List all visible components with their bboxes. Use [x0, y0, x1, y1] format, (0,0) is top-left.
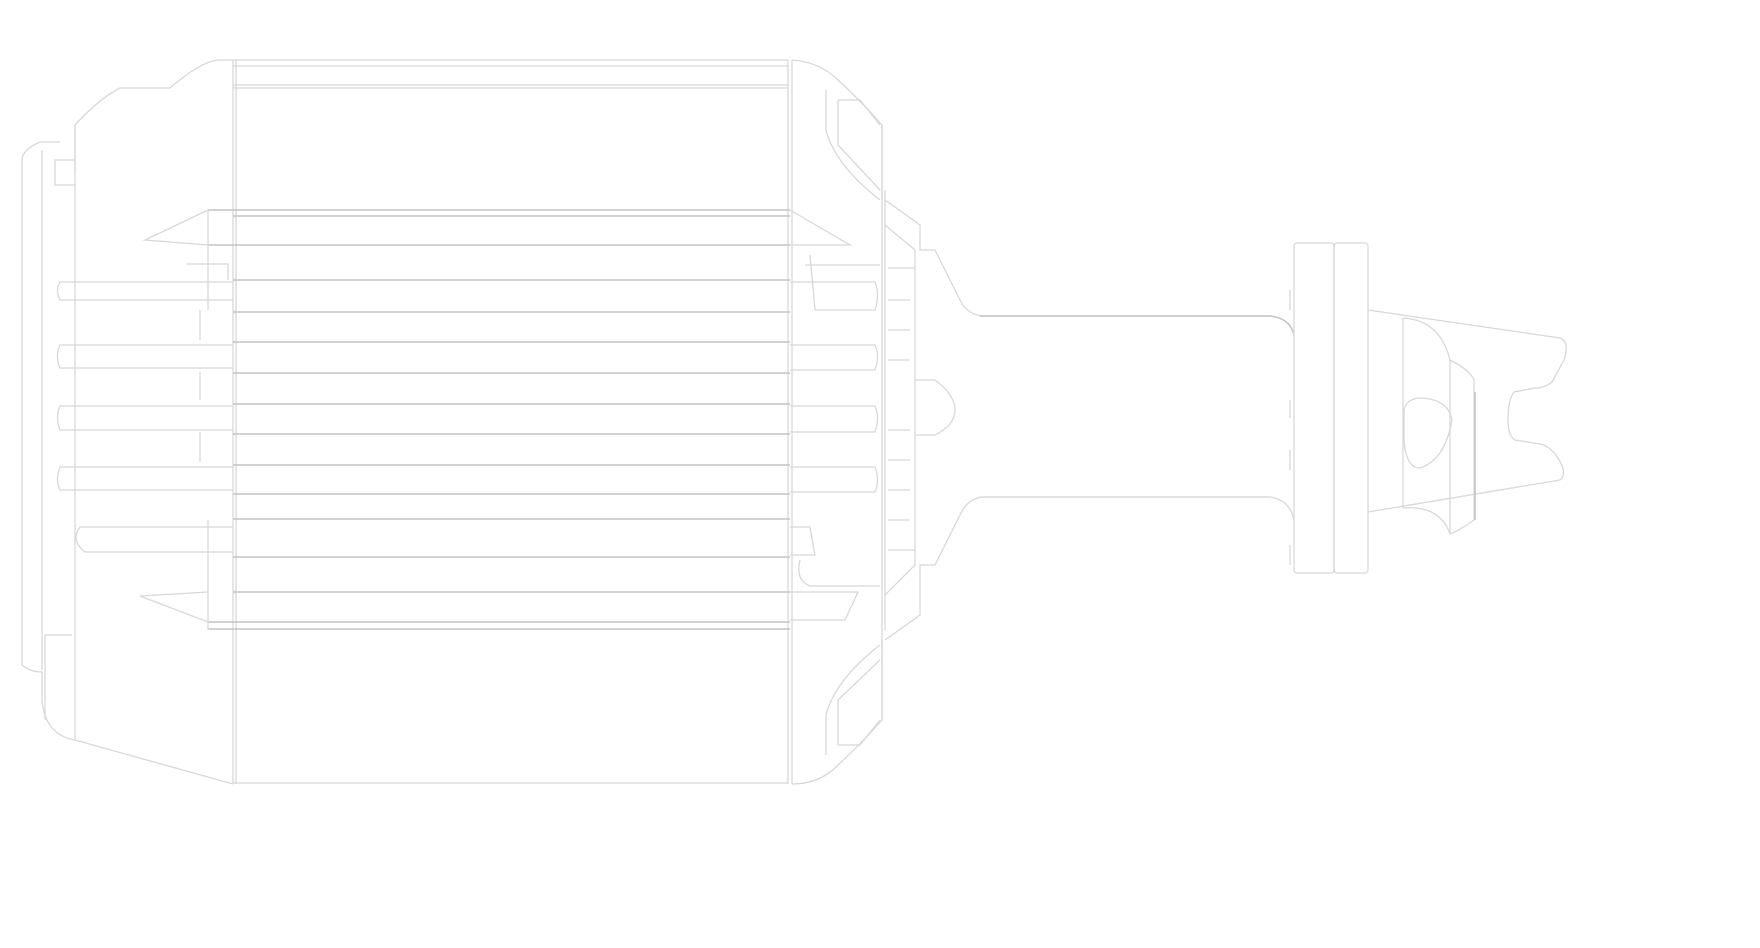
cooling-fins — [56, 209, 880, 630]
shaft — [980, 315, 1295, 521]
flange-bearing — [884, 199, 1270, 641]
pulley — [1289, 242, 1567, 574]
motor-body — [21, 59, 886, 785]
